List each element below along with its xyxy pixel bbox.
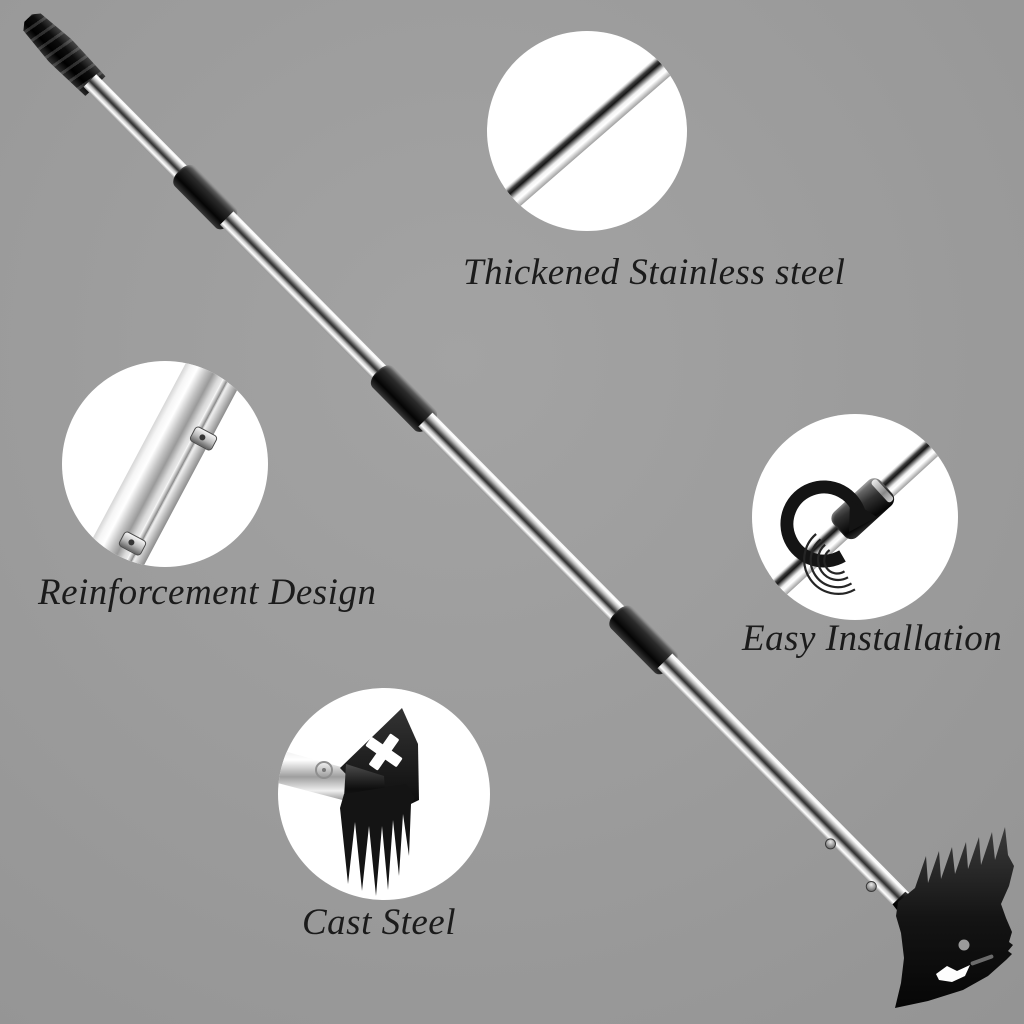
head-hole	[958, 939, 970, 951]
callout-circle-thickened-stainless-steel	[487, 31, 687, 231]
pole-button-dot	[322, 768, 326, 772]
closeup-fork-tines	[340, 784, 415, 896]
x-cutout	[365, 733, 403, 771]
label-thickened-stainless-steel: Thickened Stainless steel	[463, 252, 846, 293]
label-easy-installation: Easy Installation	[742, 618, 1003, 659]
callout-circle-easy-installation	[752, 414, 958, 620]
rotation-arrow-icon	[780, 480, 877, 595]
callout-circle-reinforcement-design	[62, 361, 268, 567]
head-blade-shape	[895, 827, 1014, 1008]
cast-steel-head-closeup-icon	[278, 708, 419, 896]
callout-circle-cast-steel	[278, 688, 490, 900]
label-cast-steel: Cast Steel	[302, 902, 457, 943]
head-slot	[970, 954, 994, 966]
cast-steel-head	[895, 827, 1014, 1008]
closeup-pole	[278, 749, 352, 802]
label-reinforcement-design: Reinforcement Design	[38, 572, 377, 613]
pole-tube-3	[418, 412, 631, 628]
spring-motion-lines	[803, 533, 856, 595]
thick-pole-closeup-icon	[68, 361, 262, 567]
pole-tube-2	[219, 211, 393, 386]
steel-tube-closeup-icon	[487, 31, 687, 231]
pole-button	[315, 761, 333, 779]
head-cutout	[936, 965, 970, 982]
